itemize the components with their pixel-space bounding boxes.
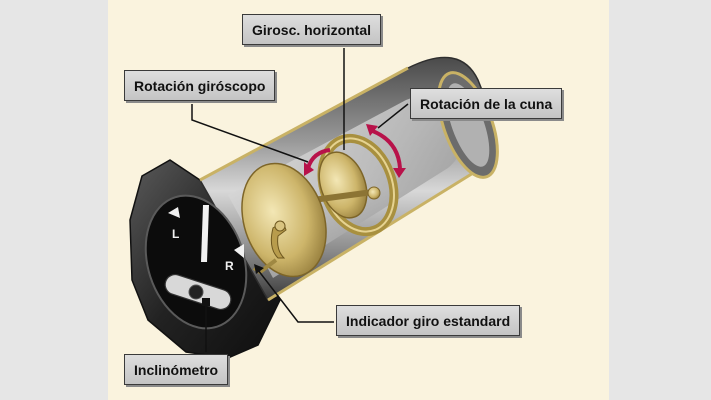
diagram-stage: L R Girosc. horizontal Ro bbox=[108, 0, 609, 400]
dial-right-letter: R bbox=[225, 259, 234, 273]
label-horizontal-gyro: Girosc. horizontal bbox=[242, 14, 381, 45]
label-gyro-rotation: Rotación giróscopo bbox=[124, 70, 275, 101]
label-inclinometer: Inclinómetro bbox=[124, 354, 228, 385]
turn-indicator-cutaway: L R bbox=[108, 0, 609, 400]
label-cradle-rotation: Rotación de la cuna bbox=[410, 88, 562, 119]
dial-left-letter: L bbox=[172, 227, 179, 241]
inclinometer-ball bbox=[189, 285, 203, 299]
label-standard-turn-indicator: Indicador giro estandard bbox=[336, 305, 520, 336]
